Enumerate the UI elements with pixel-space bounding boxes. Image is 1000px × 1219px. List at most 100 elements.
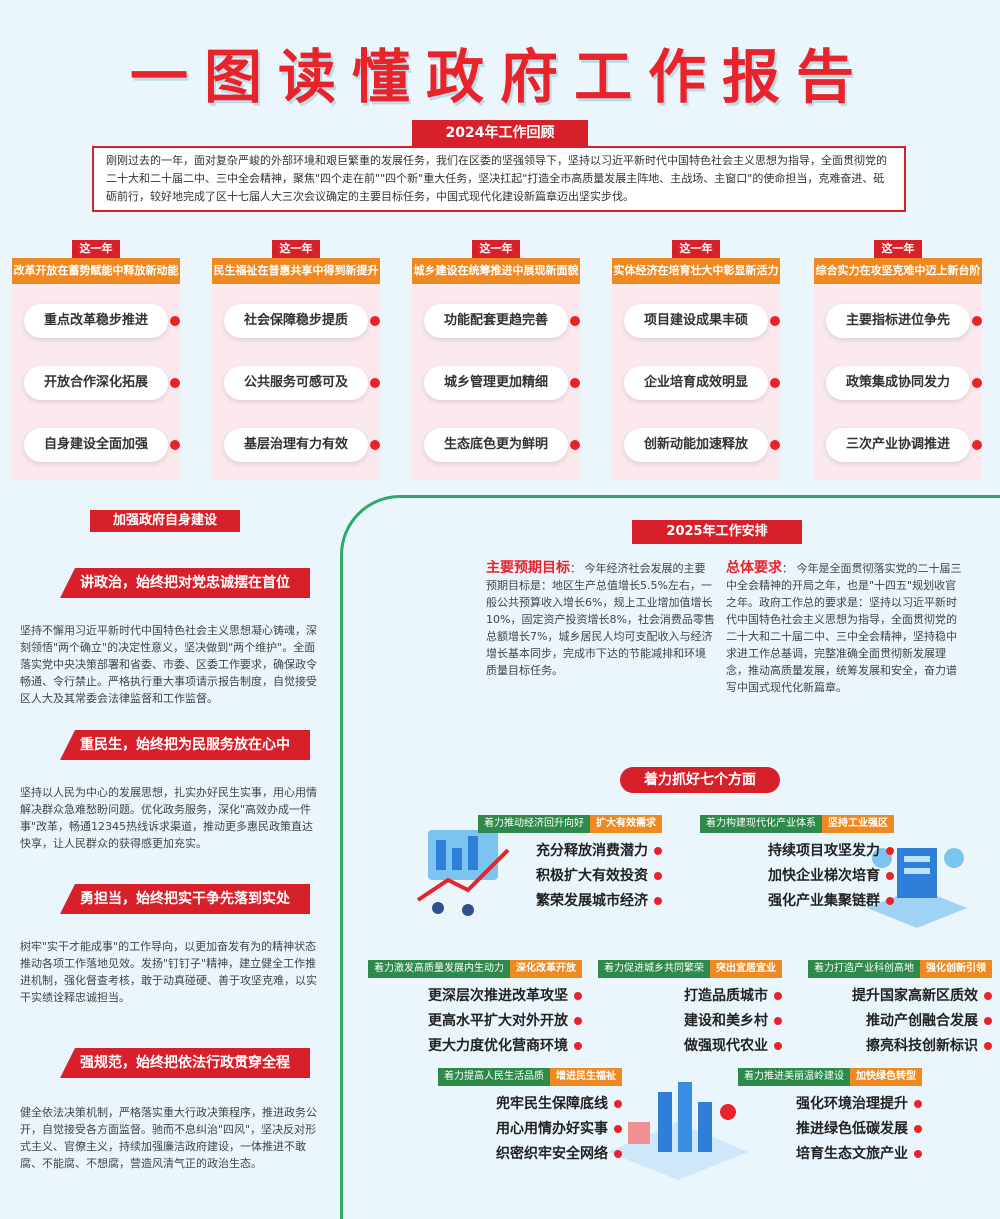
focus-line-text: 加快企业梯次培育	[768, 868, 880, 884]
card-heading: 民生福祉在普惠共享中得到新提升	[212, 258, 380, 284]
focus-line: 强化产业集聚链群	[700, 889, 894, 914]
focus-line: 持续项目攻坚发力	[700, 839, 894, 864]
focus-group: 着力促进城乡共同繁荣突出宜居宜业打造品质城市建设和美乡村做强现代农业	[598, 960, 782, 1059]
focus-line-text: 打造品质城市	[684, 988, 768, 1004]
bullet-dot	[984, 1017, 992, 1025]
achievement-card: 这一年 改革开放在蓄势赋能中释放新动能 重点改革稳步推进开放合作深化拓展自身建设…	[12, 240, 180, 480]
gov-section-title: 讲政治，始终把对党忠诚摆在首位	[60, 568, 310, 598]
bullet-dot	[774, 1017, 782, 1025]
card-item: 城乡管理更加精细	[424, 366, 568, 400]
focus-line-text: 充分释放消费潜力	[536, 843, 648, 859]
focus-group-head: 着力打造产业科创高地强化创新引领	[808, 960, 992, 978]
focus-group-title: 增进民生福祉	[550, 1068, 622, 1086]
card-item: 项目建设成果丰硕	[624, 304, 768, 338]
card-year: 这一年	[272, 240, 320, 258]
card-item: 企业培育成效明显	[624, 366, 768, 400]
bullet-dot	[886, 897, 894, 905]
targets-label: 主要预期目标	[486, 560, 570, 576]
bullet-dot	[570, 378, 580, 388]
focus-line-text: 推进绿色低碳发展	[796, 1121, 908, 1137]
focus-line: 更大力度优化营商环境	[368, 1034, 582, 1059]
card-heading: 改革开放在蓄势赋能中释放新动能	[12, 258, 180, 284]
bullet-dot	[984, 992, 992, 1000]
focus-line: 培育生态文旅产业	[738, 1142, 922, 1167]
bullet-dot	[370, 316, 380, 326]
focus-line: 建设和美乡村	[598, 1009, 782, 1034]
page-title: 一图读懂政府工作报告	[129, 43, 870, 111]
focus-line-text: 兜牢民生保障底线	[496, 1096, 608, 1112]
focus-line: 推动产创融合发展	[808, 1009, 992, 1034]
focus-group-title: 强化创新引领	[920, 960, 992, 978]
focus-line: 更高水平扩大对外开放	[368, 1009, 582, 1034]
card-body: 主要指标进位争先政策集成协同发力三次产业协调推进	[814, 284, 982, 480]
focus-line: 强化环境治理提升	[738, 1092, 922, 1117]
card-year: 这一年	[72, 240, 120, 258]
focus-line-text: 做强现代农业	[684, 1038, 768, 1054]
bullet-dot	[570, 440, 580, 450]
card-item: 开放合作深化拓展	[24, 366, 168, 400]
gov-section-text: 坚持不懈用习近平新时代中国特色社会主义思想凝心铸魂，深刻领悟"两个确立"的决定性…	[20, 624, 317, 705]
focus-line: 做强现代农业	[598, 1034, 782, 1059]
bullet-dot	[654, 897, 662, 905]
bullet-dot	[972, 440, 982, 450]
card-item: 功能配套更趋完善	[424, 304, 568, 338]
focus-line-text: 更大力度优化营商环境	[428, 1038, 568, 1054]
focus-tag: 着力抓好七个方面	[620, 767, 780, 793]
focus-line-text: 推动产创融合发展	[866, 1013, 978, 1029]
focus-group-title: 加快绿色转型	[850, 1068, 922, 1086]
card-item: 重点改革稳步推进	[24, 304, 168, 338]
gov-section-text: 坚持以人民为中心的发展思想，扎实办好民生实事，用心用情解决群众急难愁盼问题。优化…	[20, 786, 317, 850]
achievement-card: 这一年 民生福祉在普惠共享中得到新提升 社会保障稳步提质公共服务可感可及基层治理…	[212, 240, 380, 480]
focus-line: 擦亮科技创新标识	[808, 1034, 992, 1059]
focus-group-head: 着力推动经济回升向好扩大有效需求	[478, 815, 662, 833]
focus-group-subtitle: 着力构建现代化产业体系	[700, 815, 822, 833]
bullet-dot	[774, 992, 782, 1000]
review-tag: 2024年工作回顾	[412, 120, 588, 146]
plan-requirements-text: 总体要求： 今年是全面贯彻落实党的二十届三中全会精神的开局之年，也是"十四五"规…	[726, 560, 962, 694]
review-text: 刚刚过去的一年，面对复杂严峻的外部环境和艰巨繁重的发展任务，我们在区委的坚强领导…	[92, 146, 906, 212]
focus-group-head: 着力构建现代化产业体系坚持工业强区	[700, 815, 894, 833]
card-item: 创新动能加速释放	[624, 428, 768, 462]
bullet-dot	[886, 847, 894, 855]
focus-line-text: 提升国家高新区质效	[852, 988, 978, 1004]
focus-line: 提升国家高新区质效	[808, 984, 992, 1009]
bullet-dot	[574, 1017, 582, 1025]
bullet-dot	[370, 440, 380, 450]
focus-group-head: 着力推进美丽温岭建设加快绿色转型	[738, 1068, 922, 1086]
requirements-label: 总体要求	[726, 560, 782, 576]
card-item: 政策集成协同发力	[826, 366, 970, 400]
focus-group: 着力激发高质量发展内生动力深化改革开放更深层次推进改革攻坚更高水平扩大对外开放更…	[368, 960, 582, 1059]
plan-targets-text: 主要预期目标： 今年经济社会发展的主要预期目标是：地区生产总值增长5.5%左右，…	[486, 560, 715, 677]
focus-line-text: 擦亮科技创新标识	[866, 1038, 978, 1054]
focus-line: 用心用情办好实事	[438, 1117, 622, 1142]
plan-tag: 2025年工作安排	[632, 520, 802, 544]
card-year: 这一年	[472, 240, 520, 258]
achievement-card: 这一年 综合实力在攻坚克难中迈上新台阶 主要指标进位争先政策集成协同发力三次产业…	[814, 240, 982, 480]
focus-group-subtitle: 着力打造产业科创高地	[808, 960, 920, 978]
government-tag: 加强政府自身建设	[90, 510, 240, 532]
achievement-card: 这一年 实体经济在培育壮大中彰显新活力 项目建设成果丰硕企业培育成效明显创新动能…	[612, 240, 780, 480]
card-heading: 城乡建设在统筹推进中展现新面貌	[412, 258, 580, 284]
focus-line: 加快企业梯次培育	[700, 864, 894, 889]
focus-line-text: 更深层次推进改革攻坚	[428, 988, 568, 1004]
focus-line: 织密织牢安全网络	[438, 1142, 622, 1167]
bullet-dot	[972, 316, 982, 326]
card-item: 生态底色更为鲜明	[424, 428, 568, 462]
focus-line: 打造品质城市	[598, 984, 782, 1009]
card-item: 公共服务可感可及	[224, 366, 368, 400]
bullet-dot	[614, 1100, 622, 1108]
bullet-dot	[370, 378, 380, 388]
focus-group-subtitle: 着力促进城乡共同繁荣	[598, 960, 710, 978]
focus-group-subtitle: 着力提高人民生活品质	[438, 1068, 550, 1086]
focus-line-text: 强化环境治理提升	[796, 1096, 908, 1112]
card-item: 社会保障稳步提质	[224, 304, 368, 338]
focus-line-text: 强化产业集聚链群	[768, 893, 880, 909]
focus-line: 积极扩大有效投资	[478, 864, 662, 889]
focus-group: 着力提高人民生活品质增进民生福祉兜牢民生保障底线用心用情办好实事织密织牢安全网络	[438, 1068, 622, 1167]
focus-group-head: 着力促进城乡共同繁荣突出宜居宜业	[598, 960, 782, 978]
focus-group-title: 突出宜居宜业	[710, 960, 782, 978]
targets-body: 今年经济社会发展的主要预期目标是：地区生产总值增长5.5%左右，一般公共预算收入…	[486, 562, 715, 677]
focus-line-text: 建设和美乡村	[684, 1013, 768, 1029]
focus-line: 更深层次推进改革攻坚	[368, 984, 582, 1009]
focus-line: 充分释放消费潜力	[478, 839, 662, 864]
